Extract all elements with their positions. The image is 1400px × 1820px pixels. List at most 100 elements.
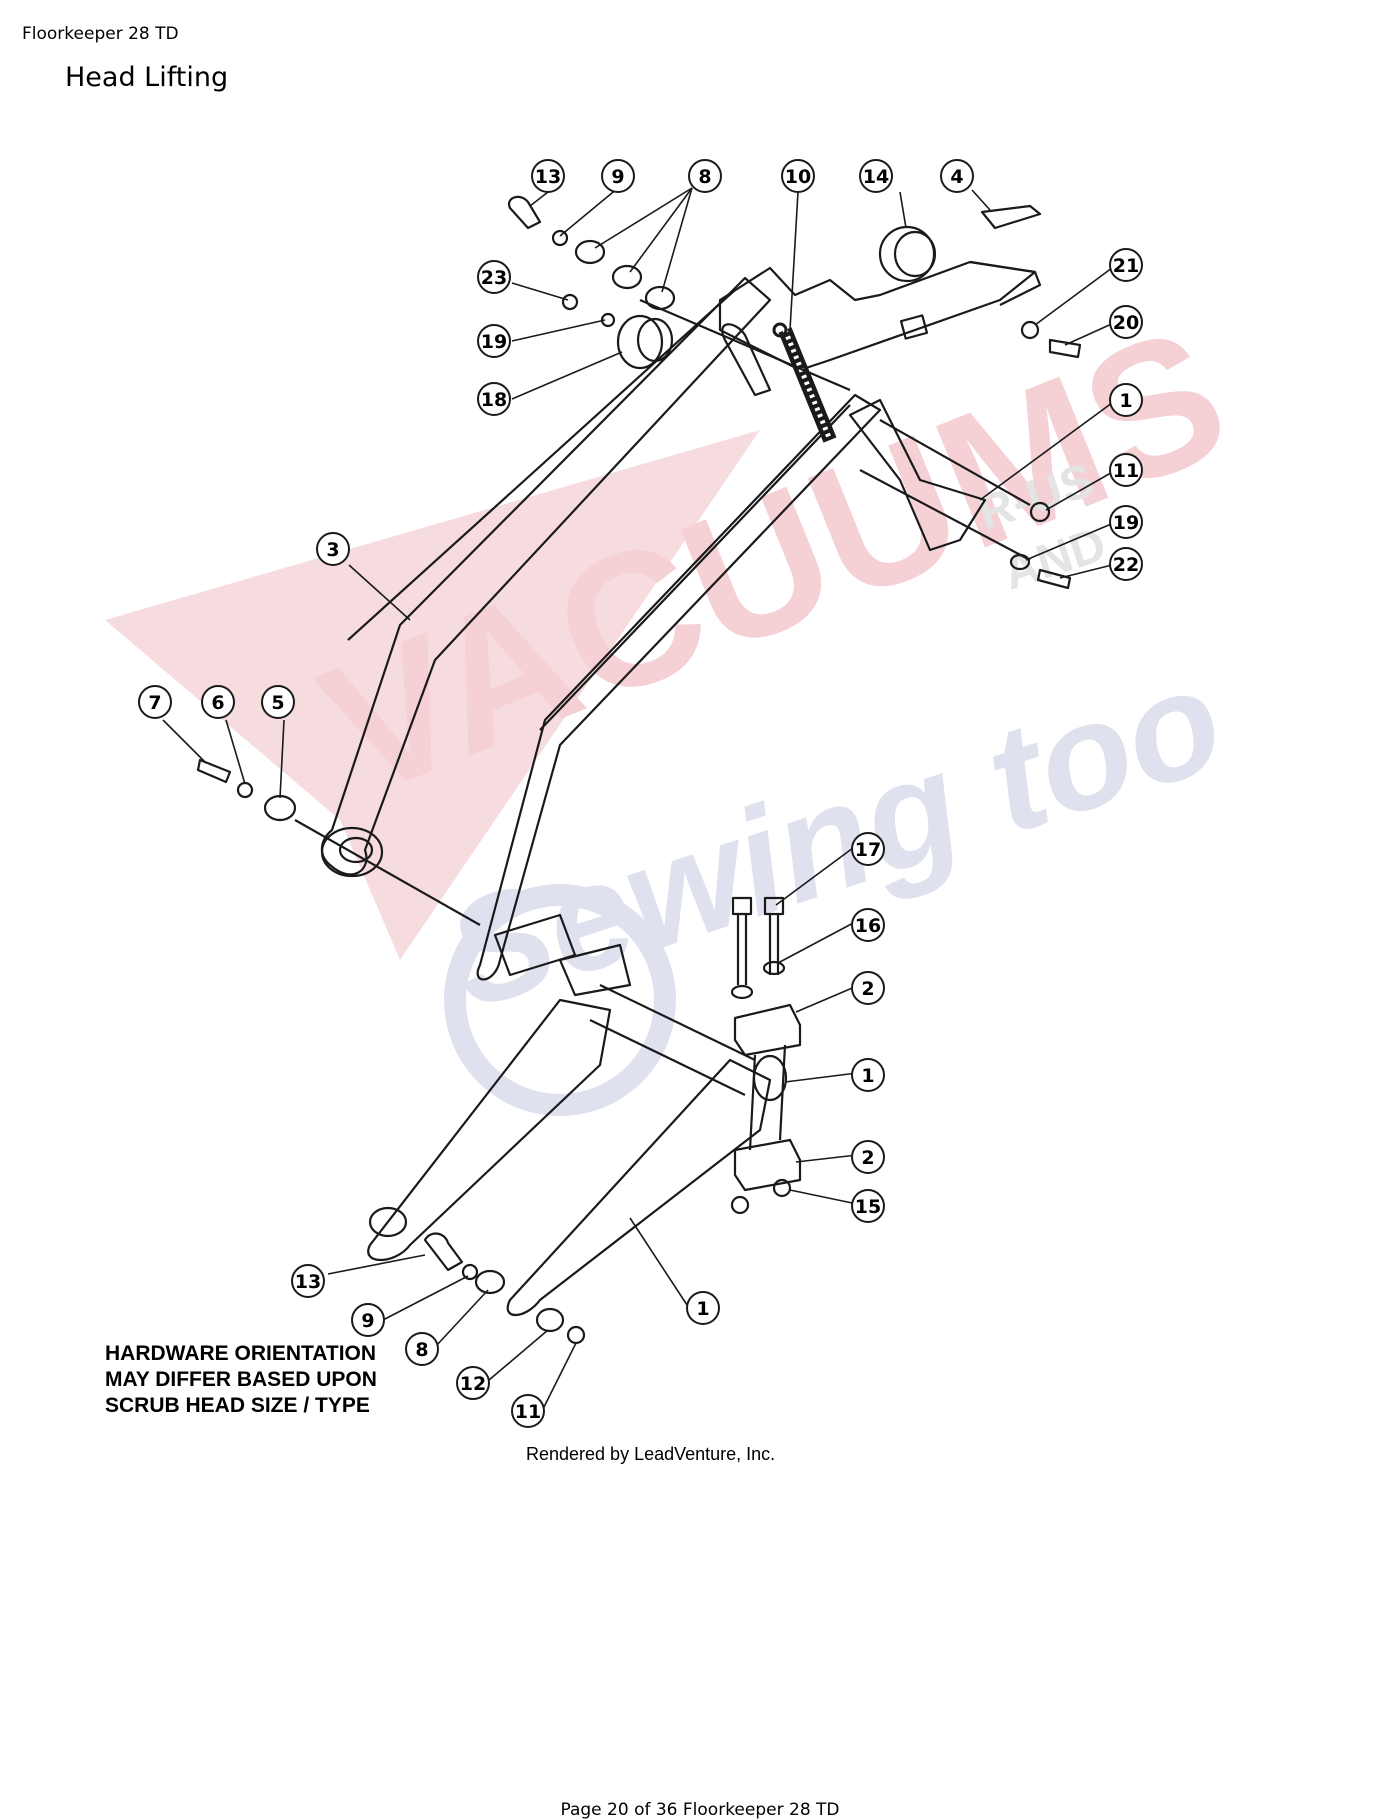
svg-text:16: 16 bbox=[855, 915, 881, 937]
pedal-slot bbox=[899, 314, 929, 340]
callout-21: 21 bbox=[1109, 248, 1143, 282]
pivot-tube bbox=[589, 984, 756, 1096]
svg-text:1: 1 bbox=[861, 1065, 874, 1087]
callout-7: 7 bbox=[138, 685, 172, 719]
callouts: 13 9 8 10 14 4 23 21 bbox=[138, 159, 1143, 1428]
callout-1-bottom: 1 bbox=[686, 1291, 720, 1325]
callout-1-top: 1 bbox=[1109, 383, 1143, 417]
svg-text:7: 7 bbox=[148, 692, 161, 714]
lower-arm-left bbox=[367, 998, 612, 1262]
svg-text:2: 2 bbox=[861, 978, 874, 1000]
nut-11-bottom bbox=[566, 1325, 586, 1345]
upper-hub-clamp bbox=[558, 943, 632, 997]
clamp-leg bbox=[748, 1044, 787, 1151]
svg-text:14: 14 bbox=[863, 166, 889, 188]
svg-text:4: 4 bbox=[950, 166, 963, 188]
callout-2-top: 2 bbox=[851, 971, 885, 1005]
bolt-b bbox=[768, 915, 780, 975]
svg-text:21: 21 bbox=[1113, 255, 1139, 277]
hardware-note-line-3: SCRUB HEAD SIZE / TYPE bbox=[105, 1394, 370, 1417]
part-line-art bbox=[196, 195, 1082, 1345]
callout-13-bottom: 13 bbox=[291, 1264, 325, 1298]
callout-16: 16 bbox=[851, 908, 885, 942]
bolt-b-head bbox=[763, 896, 785, 916]
washer-9-bottom bbox=[461, 1263, 479, 1281]
callout-22: 22 bbox=[1109, 547, 1143, 581]
callout-18: 18 bbox=[477, 382, 511, 416]
callout-17: 17 bbox=[851, 832, 885, 866]
callout-14: 14 bbox=[859, 159, 893, 193]
bushing-12 bbox=[535, 1307, 565, 1333]
arm-eye-left bbox=[320, 826, 384, 878]
washer-8-bottom bbox=[474, 1269, 506, 1295]
washer-9-top bbox=[551, 229, 569, 247]
callout-10: 10 bbox=[781, 159, 815, 193]
shaft-line-top bbox=[639, 298, 851, 392]
callout-9-bottom: 9 bbox=[351, 1303, 385, 1337]
hardware-note: HARDWARE ORIENTATION MAY DIFFER BASED UP… bbox=[105, 1342, 377, 1417]
svg-text:12: 12 bbox=[460, 1373, 486, 1395]
svg-text:9: 9 bbox=[611, 166, 624, 188]
callout-1-mid: 1 bbox=[851, 1058, 885, 1092]
callout-2-bottom: 2 bbox=[851, 1140, 885, 1174]
page-footer: Page 20 of 36 Floorkeeper 28 TD bbox=[560, 1800, 840, 1820]
lift-arm-right-inner bbox=[539, 404, 851, 731]
washer-21 bbox=[1020, 320, 1040, 340]
bumper-disc-face bbox=[893, 230, 937, 278]
nut-11-right bbox=[1029, 501, 1051, 523]
washer-19-right bbox=[1009, 553, 1031, 571]
shaft-line-right1 bbox=[879, 419, 1031, 506]
svg-text:18: 18 bbox=[481, 389, 507, 411]
svg-text:20: 20 bbox=[1113, 312, 1139, 334]
svg-text:1: 1 bbox=[696, 1298, 709, 1320]
nut-15a bbox=[730, 1195, 750, 1215]
callout-11-bottom: 11 bbox=[511, 1394, 545, 1428]
callout-19-right: 19 bbox=[1109, 505, 1143, 539]
shaft-line-left bbox=[294, 819, 481, 926]
svg-text:11: 11 bbox=[515, 1401, 541, 1423]
bolt-13-bottom bbox=[423, 1232, 464, 1272]
watermark-chevron-shape bbox=[105, 430, 760, 960]
callout-15: 15 bbox=[851, 1189, 885, 1223]
hook-slot bbox=[721, 323, 772, 397]
clamp-block-bottom bbox=[733, 1138, 802, 1192]
roller bbox=[616, 314, 664, 370]
bolt-13-top bbox=[507, 195, 542, 230]
hardware-note-line-2: MAY DIFFER BASED UPON bbox=[105, 1368, 377, 1391]
callout-9-top: 9 bbox=[601, 159, 635, 193]
washer-5 bbox=[263, 794, 297, 822]
svg-text:23: 23 bbox=[481, 267, 507, 289]
callout-8-bottom: 8 bbox=[405, 1332, 439, 1366]
bolt-a bbox=[736, 915, 748, 985]
svg-text:19: 19 bbox=[1113, 512, 1139, 534]
arm-eye-left-hole bbox=[338, 836, 374, 864]
upper-hub bbox=[493, 913, 577, 977]
callout-8-top: 8 bbox=[688, 159, 722, 193]
svg-text:15: 15 bbox=[855, 1196, 881, 1218]
callout-20: 20 bbox=[1109, 305, 1143, 339]
svg-text:6: 6 bbox=[211, 692, 224, 714]
svg-text:11: 11 bbox=[1113, 460, 1139, 482]
pedal-pad bbox=[980, 204, 1042, 230]
svg-text:10: 10 bbox=[785, 166, 811, 188]
callout-13-top: 13 bbox=[531, 159, 565, 193]
callout-12: 12 bbox=[456, 1366, 490, 1400]
bolt-7 bbox=[196, 758, 232, 784]
page-title: Head Lifting bbox=[65, 62, 229, 93]
leader-lines bbox=[162, 187, 1117, 1410]
watermark-circle bbox=[444, 884, 676, 1116]
shaft-line-right2 bbox=[859, 469, 1031, 561]
lower-arm-right bbox=[506, 1058, 772, 1316]
callout-5: 5 bbox=[261, 685, 295, 719]
clamp-block-top bbox=[733, 1003, 802, 1057]
svg-text:5: 5 bbox=[271, 692, 284, 714]
washer-16b bbox=[762, 960, 786, 976]
callout-3: 3 bbox=[316, 532, 350, 566]
svg-text:13: 13 bbox=[295, 1271, 321, 1293]
svg-text:2: 2 bbox=[861, 1147, 874, 1169]
nut-23 bbox=[561, 293, 579, 311]
svg-text:9: 9 bbox=[361, 1310, 374, 1332]
washer-8-top-c bbox=[644, 285, 676, 311]
washer-6 bbox=[236, 781, 254, 799]
